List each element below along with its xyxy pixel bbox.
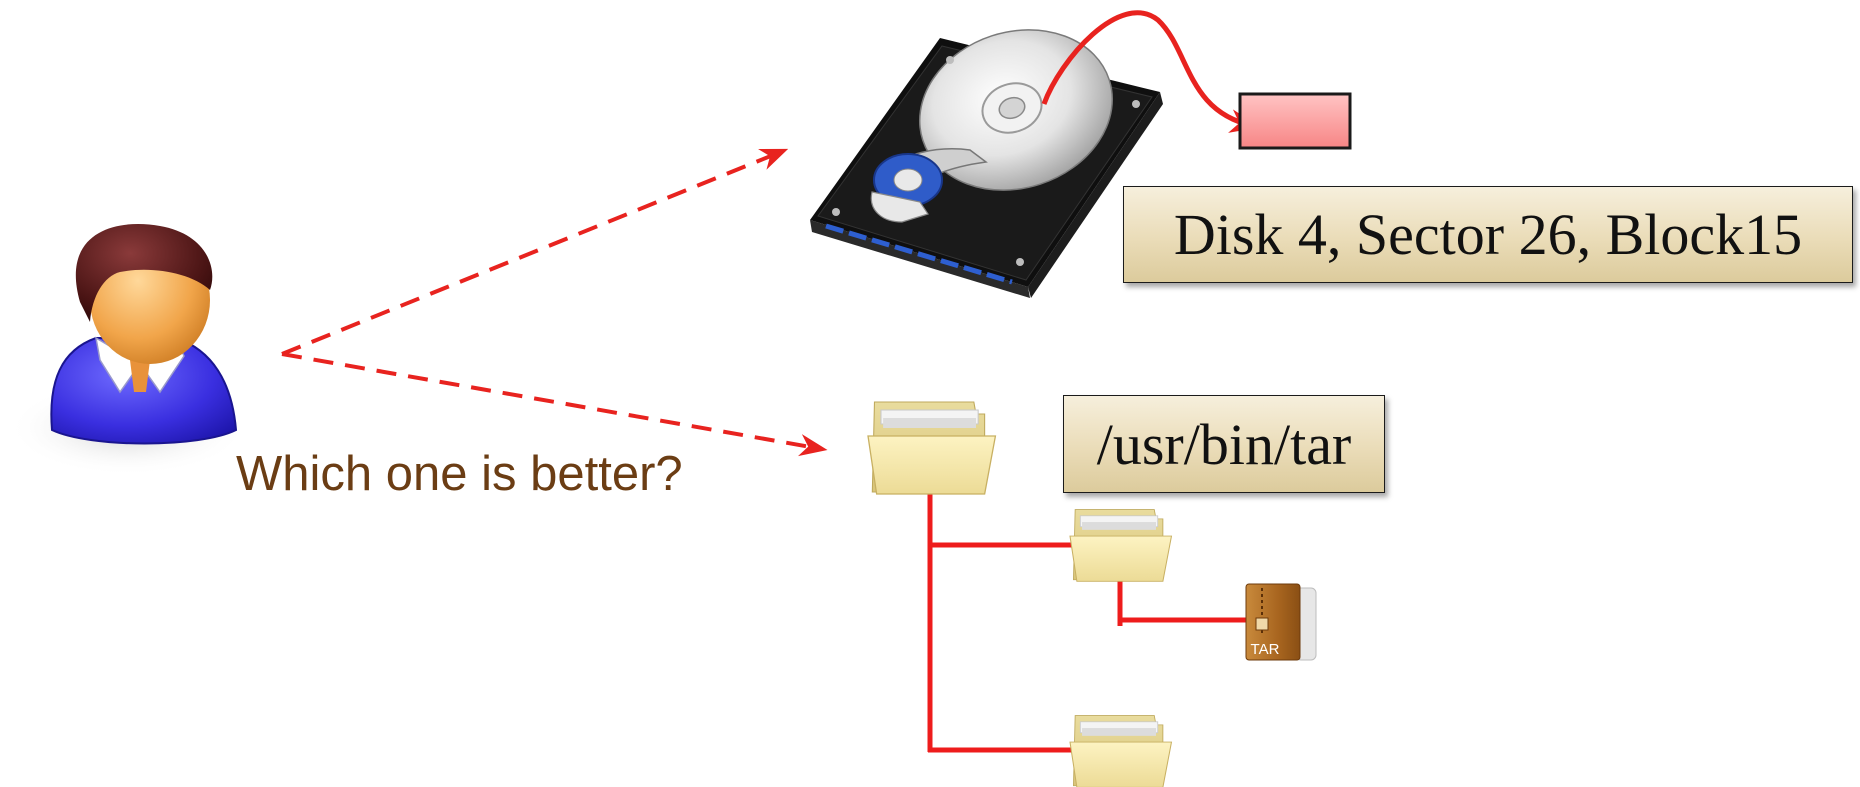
file-path-label: /usr/bin/tar [1063, 395, 1385, 493]
tar-archive-icon: TAR [1245, 583, 1317, 661]
arrow-to-folder [281, 352, 828, 457]
disk-to-block-arrow [1041, 10, 1260, 133]
folder-icon-root [867, 401, 997, 495]
tar-archive-label: TAR [1251, 641, 1280, 658]
hard-disk-icon [810, 29, 1163, 298]
question-text: Which one is better? [236, 447, 683, 501]
disk-block-icon [1238, 92, 1352, 150]
arrow-to-disk [281, 148, 789, 356]
folder-icon-sibling [1069, 715, 1172, 787]
disk-address-label: Disk 4, Sector 26, Block15 [1123, 186, 1853, 283]
user-icon [8, 223, 248, 476]
dashed-arrows [281, 148, 828, 457]
folder-tree-lines [927, 492, 1248, 753]
folder-icon-child [1069, 509, 1172, 582]
